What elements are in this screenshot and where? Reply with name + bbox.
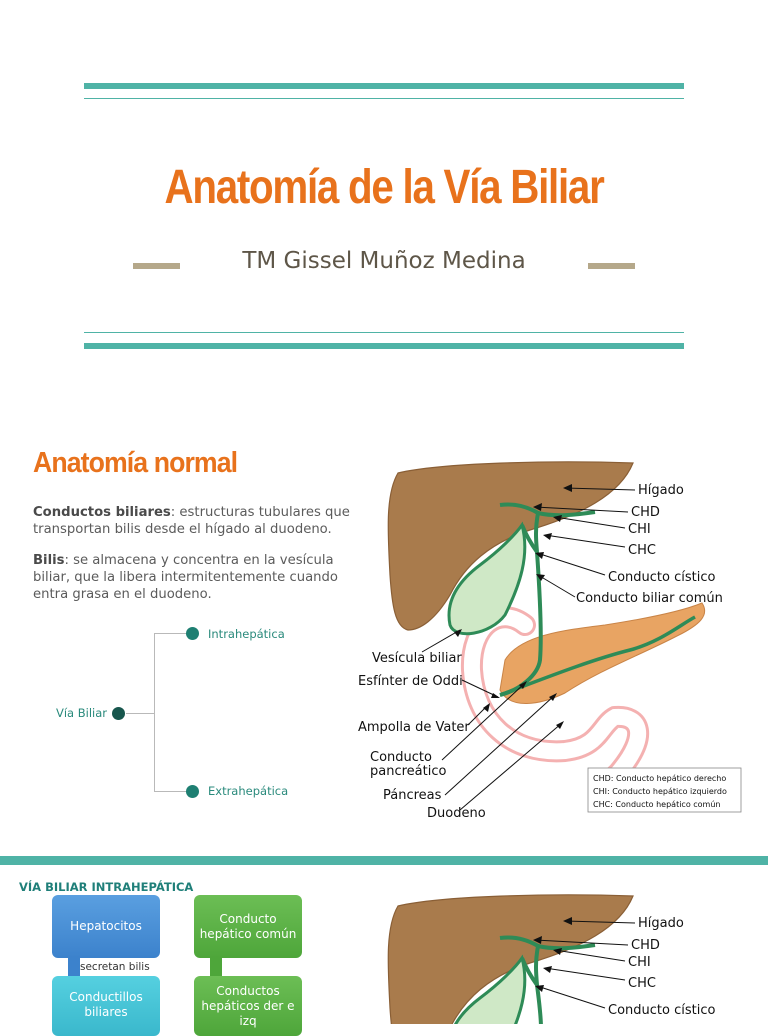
term-conductos: Conductos biliares [33, 505, 171, 520]
label-esfinter-oddi: Esfínter de Oddi [358, 674, 463, 689]
label-arrows [421, 487, 636, 811]
label-conducto-biliar-comun: Conducto biliar común [576, 591, 723, 606]
legend-chc: CHC: Conducto hepático común [593, 800, 721, 809]
term-bilis: Bilis [33, 553, 65, 568]
label-arrows-2 [534, 920, 636, 1009]
right-dash [588, 263, 635, 269]
liver-shape [387, 461, 634, 631]
label-arrowheads [454, 484, 572, 729]
label-chi-2: CHI [628, 955, 651, 970]
label-higado: Hígado [638, 483, 684, 498]
hepatic-duct-left-2 [537, 943, 596, 951]
common-hepatic-duct [534, 512, 540, 553]
connector-blue [68, 958, 80, 976]
section-heading: Anatomía normal [33, 447, 238, 479]
hepatic-duct-left [537, 510, 596, 518]
label-ampolla-vater: Ampolla de Vater [358, 720, 470, 735]
duodenum-inner [463, 609, 646, 793]
label-arrowheads-2 [533, 917, 572, 992]
legend-box [587, 767, 742, 813]
bottom-rule-thick [84, 343, 684, 349]
label-conducto-pancreatico-1: Conducto [370, 750, 432, 765]
hepatic-duct-right-2 [499, 935, 540, 948]
tree-connector-bottom [154, 791, 187, 792]
tree-root-label: Vía Biliar [56, 706, 108, 720]
paragraph-conductos: Conductos biliares: estructuras tubulare… [33, 504, 353, 538]
tree-connector-root [126, 713, 155, 714]
liver-shape-2 [387, 894, 634, 1024]
label-vesicula-biliar: Vesícula biliar [372, 651, 462, 666]
slide-divider [0, 856, 768, 865]
tree-node-intrahepatica [186, 627, 199, 640]
bottom-rule-thin [84, 332, 684, 333]
label-chd: CHD [631, 505, 660, 520]
box-hepatocitos: Hepatocitos [52, 895, 160, 958]
label-conducto-pancreatico-2: pancreático [370, 764, 446, 779]
tree-connector-top [154, 633, 187, 634]
label-chc: CHC [628, 543, 656, 558]
hepatic-duct-right [499, 502, 540, 515]
label-chi: CHI [628, 522, 651, 537]
tree-connector-vertical [154, 633, 155, 792]
cystic-duct-2 [520, 957, 539, 987]
pancreas-shape [499, 602, 706, 704]
label-chc-2: CHC [628, 976, 656, 991]
left-dash [133, 263, 180, 269]
text-bilis: : se almacena y concentra en la vesícula… [33, 553, 338, 602]
pancreatic-duct [499, 615, 696, 697]
cystic-duct [520, 524, 539, 554]
label-chd-2: CHD [631, 938, 660, 953]
tree-root-node [112, 707, 125, 720]
label-higado-2: Hígado [638, 916, 684, 931]
tree-node-extrahepatica [186, 785, 199, 798]
legend-chd: CHD: Conducto hepático derecho [593, 774, 726, 783]
paragraph-bilis: Bilis: se almacena y concentra en la ves… [33, 552, 353, 603]
label-duodeno: Duodeno [427, 806, 486, 821]
top-rule-thin [84, 98, 684, 99]
label-conducto-cistico-2: Conducto cístico [608, 1003, 715, 1018]
author-subtitle: TM Gissel Muñoz Medina [242, 248, 526, 274]
tree-label-intrahepatica: Intrahepática [208, 627, 285, 641]
top-rule-thick [84, 83, 684, 89]
legend-chi: CHI: Conducto hepático izquierdo [593, 787, 727, 796]
page-title: Anatomía de la Vía Biliar [164, 161, 604, 214]
biliary-anatomy-diagram: Hígado CHD CHI CHC Conducto cístico Cond… [358, 461, 742, 821]
connector-green [210, 958, 222, 976]
box-hepatocitos-label: Hepatocitos [70, 919, 142, 933]
text-conductos: : estructuras tubulares que transportan … [33, 505, 350, 537]
section-heading-intrahepatica: VÍA BILIAR INTRAHEPÁTICA [19, 880, 194, 894]
label-pancreas: Páncreas [383, 788, 442, 803]
label-secretan-bilis: secretan bilis [80, 961, 150, 973]
label-conducto-cistico: Conducto cístico [608, 570, 715, 585]
tree-label-extrahepatica: Extrahepática [208, 784, 289, 798]
biliary-anatomy-diagram-2: Hígado CHD CHI CHC Conducto cístico [387, 894, 715, 1024]
